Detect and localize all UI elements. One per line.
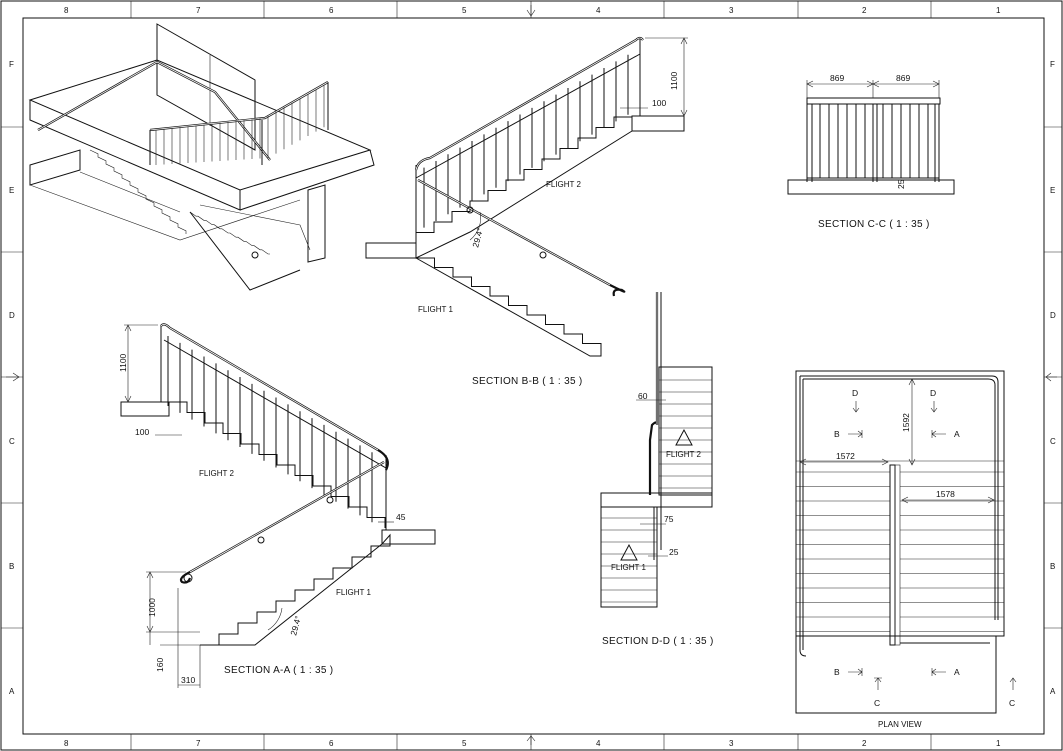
plan-marker-a-upper: A xyxy=(954,429,960,439)
plan-marker-d-right: D xyxy=(930,388,936,398)
zone-right-e: E xyxy=(1050,186,1055,195)
zone-top-6: 3 xyxy=(729,6,734,15)
dd-flight-2-label: FLIGHT 2 xyxy=(666,450,702,459)
zone-top-7: 2 xyxy=(862,6,867,15)
zone-right-d: D xyxy=(1050,311,1056,320)
zone-bottom-6: 3 xyxy=(729,739,734,748)
dd-dim-60: 60 xyxy=(638,391,648,401)
aa-dim-310: 310 xyxy=(181,675,195,685)
plan-marker-b-upper: B xyxy=(834,429,840,439)
bb-flight-2-label: FLIGHT 2 xyxy=(546,180,582,189)
dd-caption: SECTION D-D ( 1 : 35 ) xyxy=(602,636,714,647)
zone-top-2: 7 xyxy=(196,6,201,15)
aa-dim-1000: 1000 xyxy=(147,598,157,617)
cc-caption: SECTION C-C ( 1 : 35 ) xyxy=(818,219,930,230)
zone-top-5: 4 xyxy=(596,6,601,15)
zone-bottom-8: 1 xyxy=(996,739,1001,748)
section-a-a: 1100 100 45 1000 160 310 29.4° FLIGHT 2 … xyxy=(118,323,436,688)
plan-marker-b-lower: B xyxy=(834,667,840,677)
plan-marker-a-lower: A xyxy=(954,667,960,677)
zone-bottom-5: 4 xyxy=(596,739,601,748)
zone-top-4: 5 xyxy=(462,6,467,15)
plan-marker-c-bottom: C xyxy=(874,698,880,708)
plan-caption: PLAN VIEW xyxy=(878,720,922,729)
aa-dim-160: 160 xyxy=(155,658,165,672)
aa-flight-1-label: FLIGHT 1 xyxy=(336,588,372,597)
bb-dim-1100: 1100 xyxy=(669,71,679,90)
cc-dim-869-left: 869 xyxy=(830,73,844,83)
bb-flight-1-label: FLIGHT 1 xyxy=(418,305,454,314)
dd-flight-1-label: FLIGHT 1 xyxy=(611,563,647,572)
zone-left-a: A xyxy=(9,687,15,696)
plan-dim-1572: 1572 xyxy=(836,451,855,461)
zone-right-b: B xyxy=(1050,562,1055,571)
plan-dim-1592: 1592 xyxy=(901,413,911,432)
aa-dim-1100: 1100 xyxy=(118,353,128,372)
zone-top-8: 1 xyxy=(996,6,1001,15)
zone-top-3: 6 xyxy=(329,6,334,15)
zone-right-a: A xyxy=(1050,687,1056,696)
zone-left-b: B xyxy=(9,562,14,571)
section-c-c: 869 869 25 SECTION C-C ( 1 : 35 ) xyxy=(787,73,955,230)
zone-left-e: E xyxy=(9,186,14,195)
section-d-d: 60 75 25 FLIGHT 2 FLIGHT 1 SECTION D-D (… xyxy=(600,292,714,647)
isometric-view xyxy=(28,23,375,291)
plan-marker-d-left: D xyxy=(852,388,858,398)
zone-right-c: C xyxy=(1050,437,1056,446)
aa-caption: SECTION A-A ( 1 : 35 ) xyxy=(224,665,333,676)
plan-marker-c-right: C xyxy=(1009,698,1015,708)
aa-dim-100: 100 xyxy=(135,427,149,437)
zone-left-d: D xyxy=(9,311,15,320)
zone-left-c: C xyxy=(9,437,15,446)
zone-bottom-2: 7 xyxy=(196,739,201,748)
zone-bottom-7: 2 xyxy=(862,739,867,748)
zone-right-f: F xyxy=(1050,60,1055,69)
aa-angle: 29.4° xyxy=(288,615,303,637)
aa-dim-45: 45 xyxy=(396,512,406,522)
zone-top-1: 8 xyxy=(64,6,69,15)
zone-left-f: F xyxy=(9,60,14,69)
plan-view: 1572 1578 1592 D D B A B A C C PLAN VIEW xyxy=(795,370,1017,729)
section-b-b: 1100 100 29.4° FLIGHT 2 FLIGHT 1 SECTION… xyxy=(365,36,688,387)
dd-dim-75: 75 xyxy=(664,514,674,524)
cc-dim-25: 25 xyxy=(896,179,906,189)
zone-bottom-4: 5 xyxy=(462,739,467,748)
cc-dim-869-right: 869 xyxy=(896,73,910,83)
bb-angle: 29.4° xyxy=(470,227,485,249)
bb-caption: SECTION B-B ( 1 : 35 ) xyxy=(472,376,583,387)
dd-dim-25: 25 xyxy=(669,547,679,557)
zone-bottom-1: 8 xyxy=(64,739,69,748)
bb-dim-100: 100 xyxy=(652,98,666,108)
zone-bottom-3: 6 xyxy=(329,739,334,748)
plan-dim-1578: 1578 xyxy=(936,489,955,499)
aa-flight-2-label: FLIGHT 2 xyxy=(199,469,235,478)
